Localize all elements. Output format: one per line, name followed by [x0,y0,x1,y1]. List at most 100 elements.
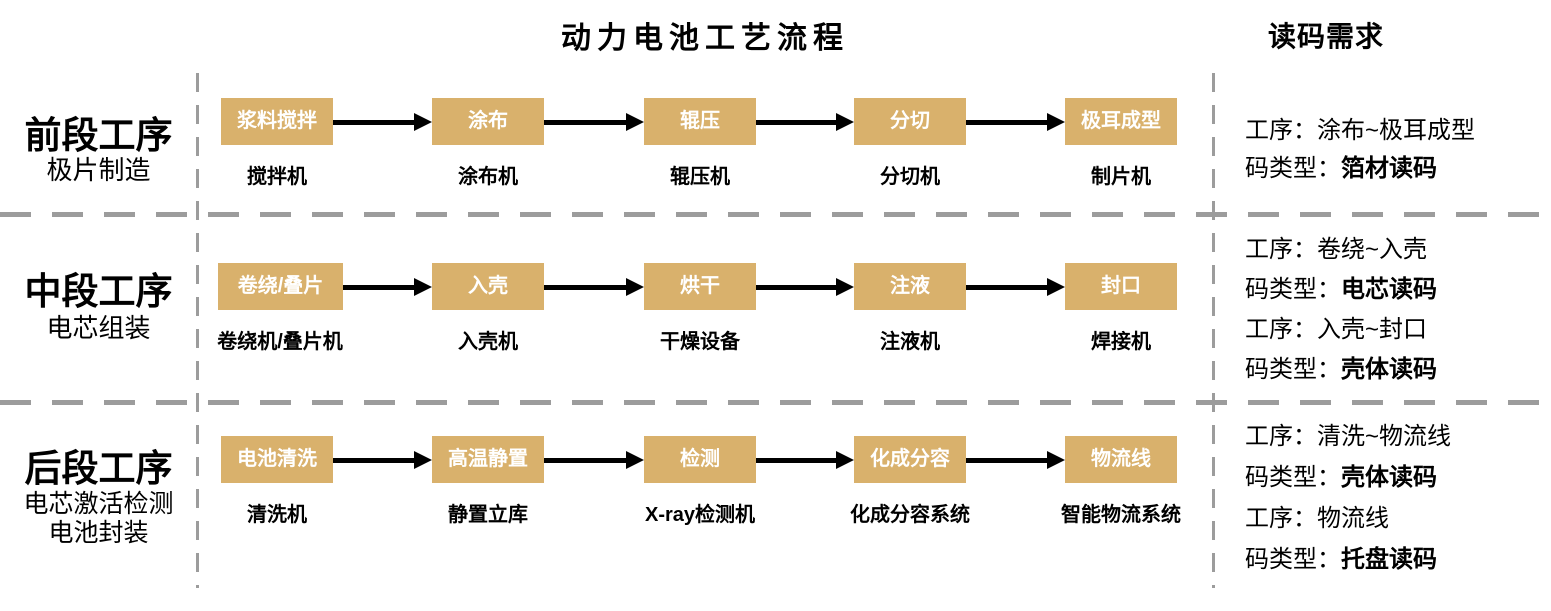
requirement-line: 码类型：电芯读码 [1245,270,1437,310]
requirement-value: 托盘读码 [1341,546,1437,573]
requirement-label: 工序： [1245,423,1317,450]
arrow-head [1047,278,1065,296]
requirement-label: 工序： [1245,236,1317,263]
arrow-head [626,113,644,131]
machine-label: 干燥设备 [660,331,740,353]
requirement-value: 电芯读码 [1341,276,1437,303]
machine-label: 智能物流系统 [1061,504,1181,526]
process-box: 化成分容 [854,436,966,483]
requirement-label: 码类型： [1245,464,1341,491]
process-box: 检测 [644,436,756,483]
stage-title: 后段工序 [24,448,173,489]
flow-arrow-icon [756,278,854,296]
arrow-head [626,451,644,469]
flow-arrow-icon [756,113,854,131]
stage-subtitle: 极片制造 [46,155,151,185]
process-box: 物流线 [1065,436,1177,483]
requirements-middle-stage: 工序：卷绕~入壳 码类型：电芯读码 工序：入壳~封口 码类型：壳体读码 [1245,230,1437,390]
requirement-value: 壳体读码 [1341,356,1437,383]
flow-arrow-icon [544,278,644,296]
requirement-line: 工序：入壳~封口 [1245,310,1437,350]
machine-label: 辊压机 [670,166,730,188]
requirement-value: 入壳~封口 [1317,316,1428,343]
process-box: 注液 [854,263,966,310]
stage-subtitle: 电芯激活检测 [23,490,174,518]
requirement-line: 工序：卷绕~入壳 [1245,230,1437,270]
requirement-label: 码类型： [1245,546,1341,573]
row-divider-2 [0,400,1551,405]
flow-title: 动力电池工艺流程 [561,22,849,55]
flow-arrow-icon [544,113,644,131]
arrow-head [1047,113,1065,131]
requirement-value: 卷绕~入壳 [1317,236,1428,263]
arrow-head [414,113,432,131]
arrow-shaft [756,285,840,290]
flow-arrow-icon [756,451,854,469]
machine-label: 化成分容系统 [850,504,970,526]
machine-label: 注液机 [880,331,940,353]
requirements-front-stage: 工序：涂布~极耳成型 码类型：箔材读码 [1245,112,1475,188]
arrow-head [414,451,432,469]
machine-label: 入壳机 [458,331,518,353]
arrow-shaft [343,285,418,290]
machine-label: X-ray检测机 [644,504,756,526]
arrow-head [836,278,854,296]
arrow-shaft [333,120,418,125]
stage-subtitle: 电芯组装 [46,313,151,343]
requirement-label: 工序： [1245,505,1317,532]
arrow-head [836,113,854,131]
flow-arrow-icon [333,113,432,131]
flow-arrow-icon [966,451,1065,469]
requirement-value: 壳体读码 [1341,464,1437,491]
right-column-divider [1212,73,1215,588]
stage-title: 中段工序 [24,271,173,312]
process-box: 浆料搅拌 [221,98,333,145]
machine-label: 涂布机 [458,166,518,188]
arrow-shaft [756,120,840,125]
arrow-head [626,278,644,296]
requirement-label: 码类型： [1245,276,1341,303]
process-box: 卷绕/叠片 [218,263,343,310]
machine-label: 静置立库 [448,504,528,526]
row-divider-1 [0,212,1551,217]
machine-label: 卷绕机/叠片机 [217,331,343,353]
arrow-head [414,278,432,296]
arrow-shaft [544,120,630,125]
requirement-line: 码类型：壳体读码 [1245,350,1437,390]
process-box: 辊压 [644,98,756,145]
requirement-line: 码类型：壳体读码 [1245,457,1451,498]
requirement-line: 码类型：箔材读码 [1245,150,1475,188]
arrow-shaft [756,458,840,463]
requirements-back-stage: 工序：清洗~物流线 码类型：壳体读码 工序：物流线 码类型：托盘读码 [1245,416,1451,580]
machine-label: 清洗机 [247,504,307,526]
requirement-line: 码类型：托盘读码 [1245,539,1451,580]
arrow-shaft [544,458,630,463]
machine-label: 焊接机 [1091,331,1151,353]
requirement-label: 码类型： [1245,155,1341,182]
requirement-value: 涂布~极耳成型 [1317,117,1476,144]
requirement-label: 工序： [1245,117,1317,144]
requirement-line: 工序：清洗~物流线 [1245,416,1451,457]
arrow-shaft [333,458,418,463]
arrow-head [836,451,854,469]
requirements-title: 读码需求 [1267,21,1384,52]
process-box: 封口 [1065,263,1177,310]
arrow-shaft [544,285,630,290]
process-box: 入壳 [432,263,544,310]
requirement-value: 箔材读码 [1341,155,1437,182]
stage-title: 前段工序 [24,115,173,156]
arrow-shaft [966,458,1051,463]
machine-label: 制片机 [1091,166,1151,188]
requirement-value: 清洗~物流线 [1317,423,1452,450]
flow-arrow-icon [333,451,432,469]
machine-label: 搅拌机 [247,166,307,188]
flow-arrow-icon [343,278,432,296]
process-box: 涂布 [432,98,544,145]
machine-label: 分切机 [880,166,940,188]
process-box: 高温静置 [432,436,544,483]
requirement-line: 工序：物流线 [1245,498,1451,539]
arrow-head [1047,451,1065,469]
flow-arrow-icon [966,278,1065,296]
stage-subtitle: 电池封装 [48,519,149,547]
